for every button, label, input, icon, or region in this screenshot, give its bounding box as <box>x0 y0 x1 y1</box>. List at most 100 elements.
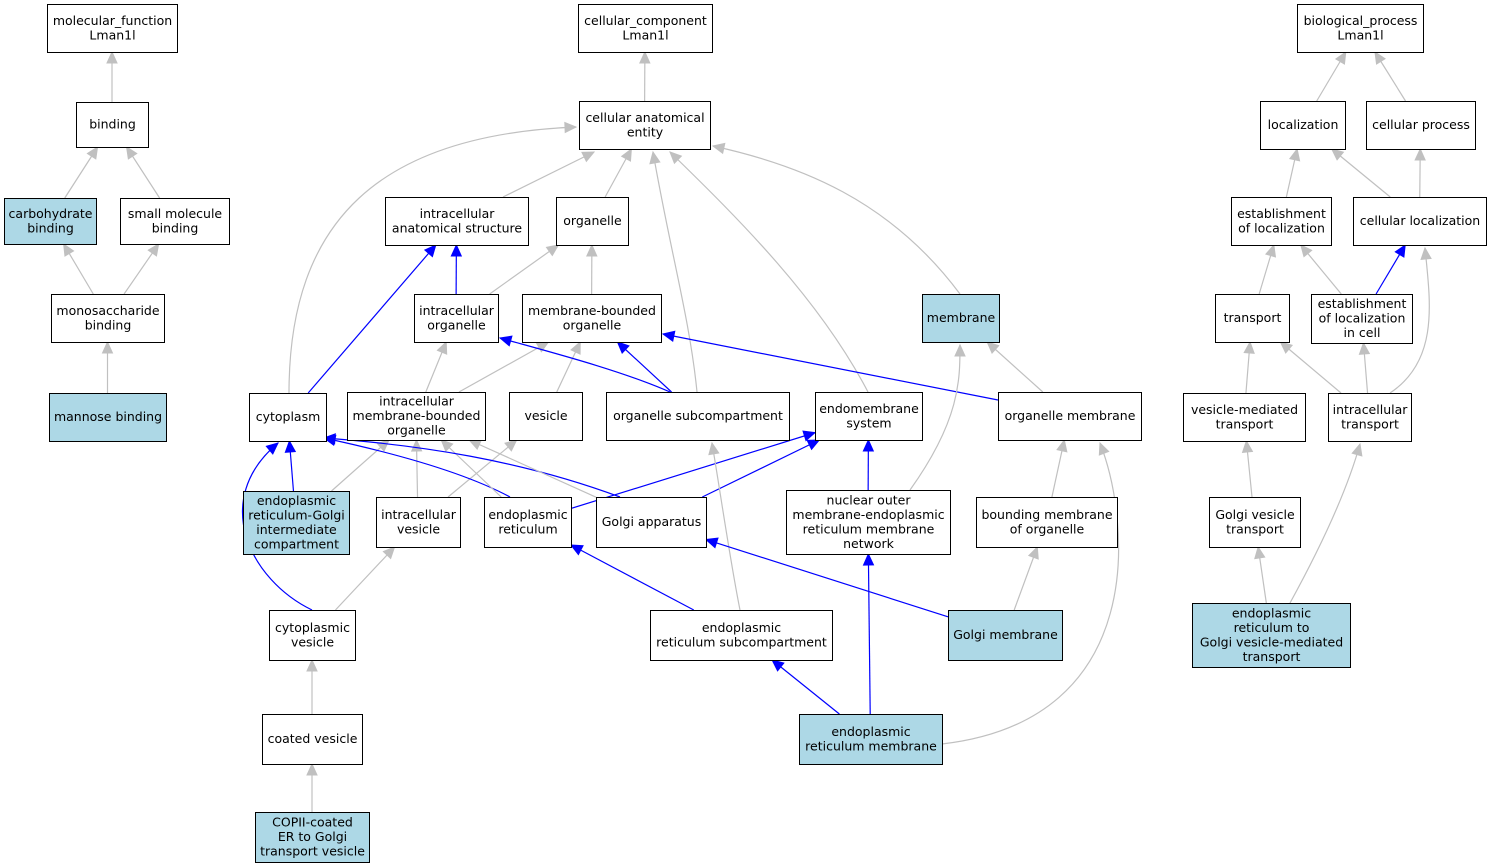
term-label-line: transport <box>1226 521 1284 536</box>
term-label-line: Golgi vesicle-mediated <box>1200 634 1343 649</box>
term-label-line: membrane <box>927 310 996 325</box>
term-node-binding[interactable]: binding <box>76 102 149 148</box>
term-label-line: in cell <box>1344 325 1381 340</box>
term-label-line: intracellular <box>419 303 495 318</box>
term-node-transport[interactable]: transport <box>1215 294 1290 343</box>
term-node-mannose-binding[interactable]: mannose binding <box>49 393 167 442</box>
term-node-nuc-outer[interactable]: nuclear outermembrane-endoplasmicreticul… <box>786 490 951 555</box>
term-label-line: establishment <box>1318 296 1407 311</box>
term-node-membrane[interactable]: membrane <box>922 294 1000 343</box>
edge-cytoplasm-to-cae <box>288 121 578 394</box>
term-box <box>556 197 629 246</box>
term-label-line: transport <box>1341 416 1399 431</box>
term-node-golgi-mem[interactable]: Golgi membrane <box>948 610 1063 661</box>
term-label-line: cellular_component <box>584 13 707 28</box>
term-node-org-subcomp[interactable]: organelle subcompartment <box>606 392 790 441</box>
edge-vesicle-to-mb_org <box>556 340 581 393</box>
term-node-vesicle[interactable]: vesicle <box>509 392 583 441</box>
term-box <box>4 198 97 245</box>
term-label-line: cytoplasmic <box>275 620 350 635</box>
term-box <box>522 294 662 343</box>
term-box <box>606 392 790 441</box>
term-label-line: transport vesicle <box>260 844 365 859</box>
edge-org_subcomp-to-cae <box>649 150 698 393</box>
term-box <box>347 392 486 441</box>
term-label-line: vesicle <box>524 408 567 423</box>
edge-golgi-to-imbo <box>468 439 597 498</box>
term-node-ergic[interactable]: endoplasmicreticulum-Golgiintermediateco… <box>243 491 350 555</box>
edge-golgi-to-endomem <box>702 439 821 498</box>
term-label-line: network <box>843 536 895 551</box>
term-label-line: biological_process <box>1304 13 1418 28</box>
term-node-cytoplasm[interactable]: cytoplasm <box>249 393 327 442</box>
edge-monosacch_binding-to-small_mol_binding <box>123 243 160 295</box>
term-label-line: Lman1l <box>1337 27 1383 42</box>
term-label-line: reticulum subcompartment <box>656 634 827 649</box>
term-label-line: binding <box>152 220 199 235</box>
term-box <box>1366 101 1476 150</box>
term-node-cell-proc[interactable]: cellular process <box>1366 101 1476 150</box>
term-label-line: intracellular <box>381 507 457 522</box>
edge-er_subcomp-to-er <box>569 544 695 611</box>
edge-org_subcomp-to-intra_org <box>498 335 671 393</box>
edge-cell_proc-to-bp_root <box>1374 50 1407 102</box>
edge-intra_transport-to-est_loc_cell <box>1358 341 1371 394</box>
edge-er_mem-to-nuc_outer <box>862 552 875 715</box>
edge-er-to-endomem <box>570 430 817 510</box>
edge-coated_ves-to-cyto_ves <box>306 658 318 714</box>
edge-cytoplasm-to-ias <box>307 244 437 394</box>
term-label-line: mannose binding <box>54 409 162 424</box>
term-label-line: cellular anatomical <box>585 110 704 125</box>
edge-er_golgi_transport-to-intra_transport <box>1289 442 1363 604</box>
term-box <box>262 714 363 765</box>
term-box <box>799 714 943 765</box>
term-label-line: endoplasmic <box>488 507 567 522</box>
term-box <box>815 392 923 441</box>
term-node-organelle[interactable]: organelle <box>556 197 629 246</box>
edge-layer <box>63 50 1432 812</box>
edge-ias-to-cae <box>502 151 596 198</box>
term-node-coated-ves[interactable]: coated vesicle <box>262 714 363 765</box>
term-node-org-mem[interactable]: organelle membrane <box>998 392 1142 441</box>
term-label-line: carbohydrate <box>9 206 93 221</box>
term-label-line: Lman1l <box>622 27 668 42</box>
term-label-line: intracellular <box>1333 402 1409 417</box>
edge-org_subcomp-to-mb_org <box>616 341 672 393</box>
term-box <box>376 497 461 548</box>
term-box <box>650 610 833 661</box>
term-label-line: Golgi membrane <box>953 627 1058 642</box>
term-node-golgi[interactable]: Golgi apparatus <box>596 497 707 548</box>
term-box <box>922 294 1000 343</box>
term-node-localization[interactable]: localization <box>1260 101 1346 150</box>
term-label-line: Golgi vesicle <box>1215 507 1295 522</box>
edge-ergic-to-cytoplasm <box>284 439 297 492</box>
term-node-cell-loc[interactable]: cellular localization <box>1353 197 1487 246</box>
term-box <box>1311 294 1413 344</box>
